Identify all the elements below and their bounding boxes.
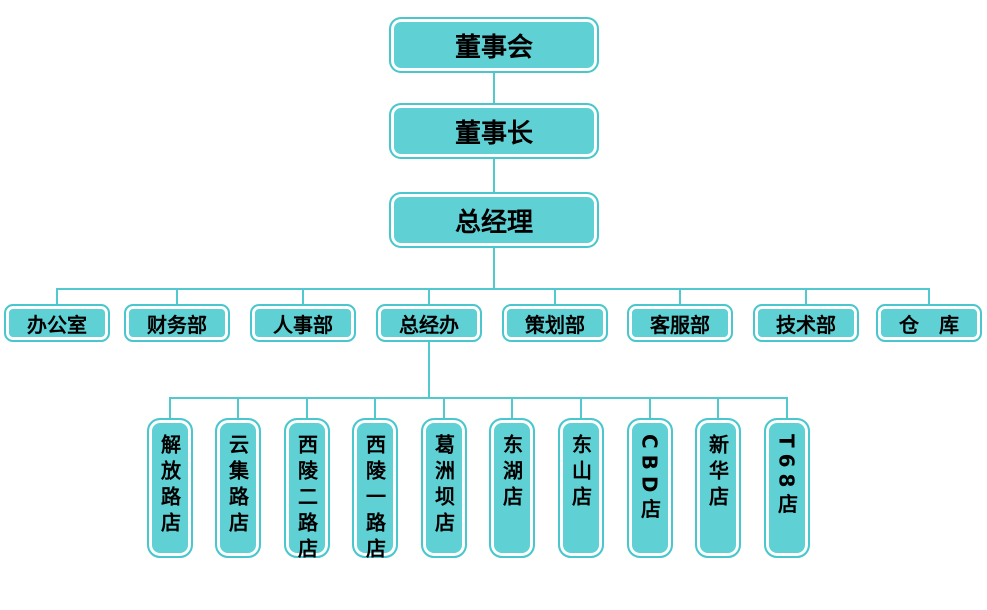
store-node: 葛洲坝店 (421, 418, 467, 558)
org-node-chairman: 董事长 (389, 103, 599, 159)
store-label: 东湖店 (499, 434, 524, 512)
org-node-board-label: 董事会 (454, 32, 533, 63)
connector-drop-store (511, 397, 513, 419)
connector-board-chairman (493, 73, 495, 103)
dept-label: 人事部 (273, 312, 333, 337)
dept-node: 技术部 (753, 304, 859, 342)
connector-store-rail (170, 397, 788, 399)
dept-node: 客服部 (627, 304, 733, 342)
connector-chairman-gm (493, 159, 495, 192)
store-node: 西陵一路店 (352, 418, 398, 564)
connector-drop-dept (805, 288, 807, 305)
dept-node: 财务部 (124, 304, 230, 342)
connector-drop-store (169, 397, 171, 419)
dept-label: 技术部 (776, 312, 836, 337)
dept-label: 策划部 (525, 312, 585, 337)
connector-drop-dept (302, 288, 304, 305)
store-label: 东山店 (568, 434, 593, 512)
store-label: 葛洲坝店 (431, 434, 456, 538)
store-label: 解放路店 (157, 434, 182, 538)
connector-drop-dept (428, 288, 430, 305)
dept-node: 人事部 (250, 304, 356, 342)
store-node: 东山店 (558, 418, 604, 558)
connector-dept-rail (57, 288, 930, 290)
store-node: 云集路店 (215, 418, 261, 558)
dept-node: 办公室 (4, 304, 110, 342)
connector-drop-store (786, 397, 788, 419)
connector-drop-store (649, 397, 651, 419)
connector-drop-store (306, 397, 308, 419)
connector-drop-store (237, 397, 239, 419)
connector-drop-dept (56, 288, 58, 305)
store-label: 云集路店 (225, 434, 250, 538)
connector-drop-store (443, 397, 445, 419)
store-node: T68店 (764, 418, 810, 558)
store-label: 西陵一路店 (362, 434, 387, 564)
store-label: T68店 (774, 434, 799, 520)
store-node: 东湖店 (489, 418, 535, 558)
dept-node: 策划部 (502, 304, 608, 342)
connector-gm-rail (493, 248, 495, 289)
org-node-board: 董事会 (389, 17, 599, 73)
store-label: 西陵二路店 (294, 434, 319, 564)
store-node: 解放路店 (147, 418, 193, 558)
dept-label: 总经办 (399, 312, 459, 337)
connector-drop-dept (928, 288, 930, 305)
connector-gmo-rail (428, 342, 430, 398)
dept-label: 办公室 (27, 312, 87, 337)
org-node-general-manager: 总经理 (389, 192, 599, 248)
connector-drop-dept (176, 288, 178, 305)
connector-drop-dept (679, 288, 681, 305)
dept-label: 客服部 (650, 312, 710, 337)
dept-node: 仓 库 (876, 304, 982, 342)
store-label: 新华店 (705, 434, 730, 512)
store-node: 西陵二路店 (284, 418, 330, 564)
org-node-chairman-label: 董事长 (454, 118, 533, 149)
store-node: CBD店 (627, 418, 673, 558)
connector-drop-store (717, 397, 719, 419)
connector-drop-dept (554, 288, 556, 305)
store-label: CBD店 (637, 434, 662, 525)
dept-node: 总经办 (376, 304, 482, 342)
connector-drop-store (374, 397, 376, 419)
dept-label: 仓 库 (899, 312, 959, 337)
dept-label: 财务部 (147, 312, 207, 337)
store-node: 新华店 (695, 418, 741, 558)
org-node-general-manager-label: 总经理 (454, 207, 533, 238)
connector-drop-store (580, 397, 582, 419)
